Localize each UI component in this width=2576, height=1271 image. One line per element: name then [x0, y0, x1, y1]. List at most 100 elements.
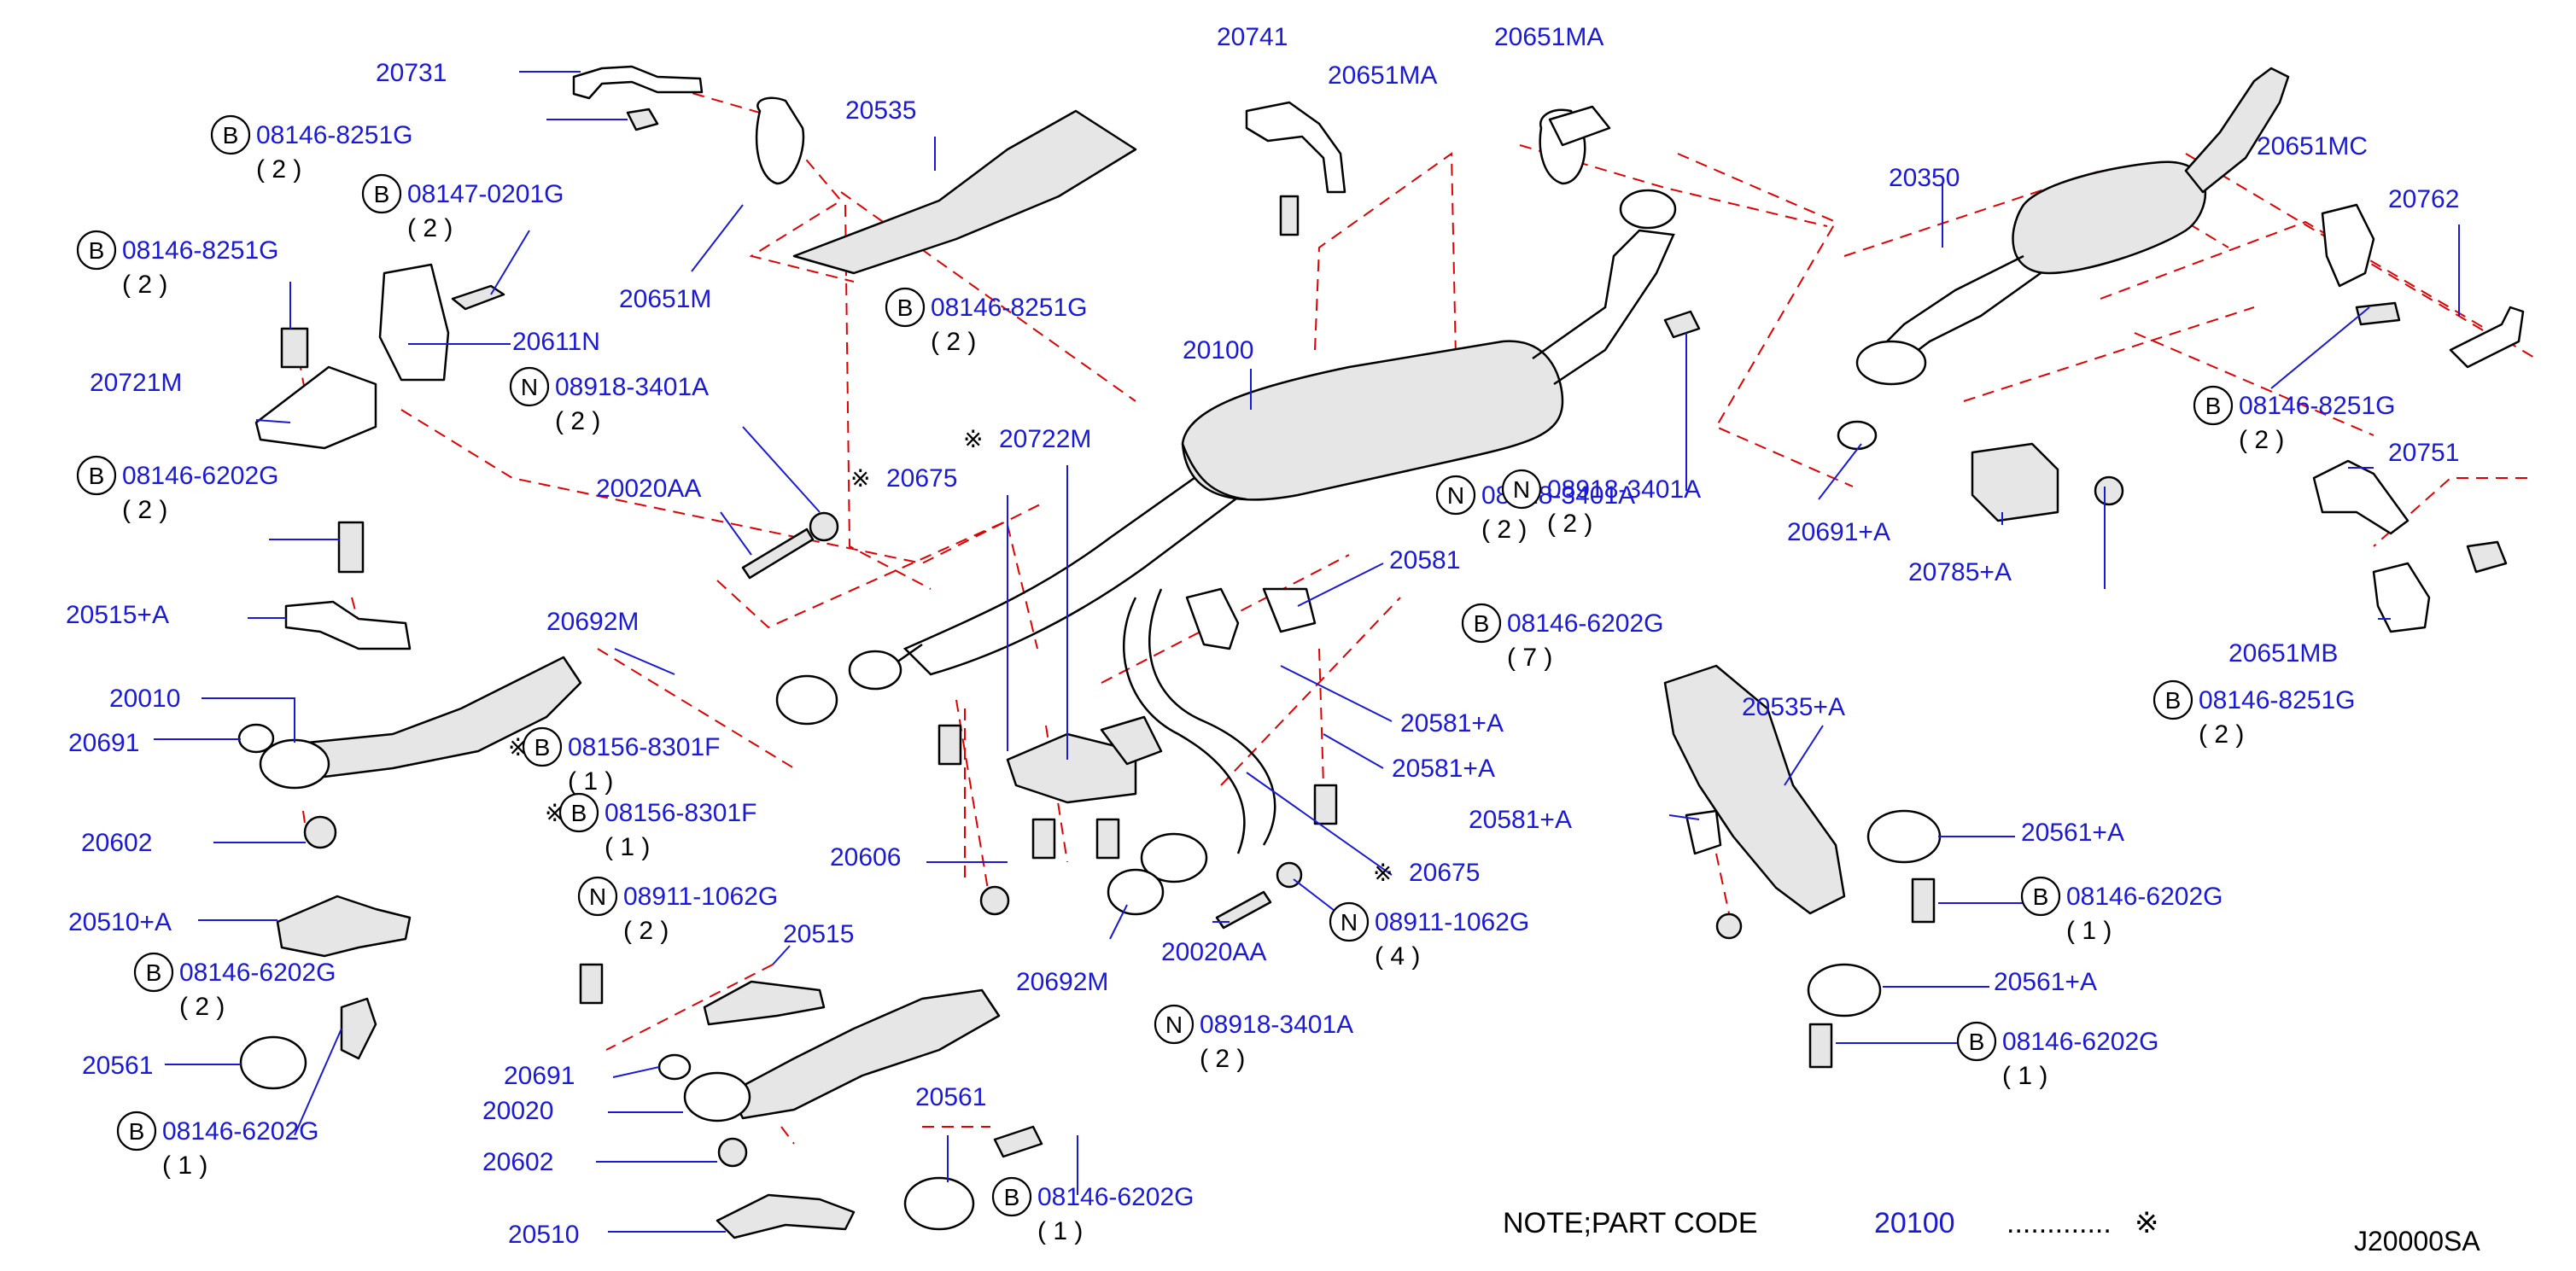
- part-number: 20100: [1183, 336, 1253, 364]
- leader-line: [1280, 665, 1393, 722]
- part-number: 08146-6202G: [122, 462, 279, 490]
- bolt: [1279, 195, 1300, 236]
- bracket-20762: [2449, 306, 2525, 369]
- heat-shield-20535: [792, 109, 1137, 275]
- bolt: [1911, 877, 1936, 924]
- marker-letter: B: [2033, 883, 2049, 910]
- leader-line: [742, 426, 821, 513]
- catalyst-20020: [728, 988, 1001, 1120]
- cover-20515: [703, 980, 826, 1026]
- callout-20602: 20602: [482, 1148, 553, 1176]
- bolt: [1808, 1023, 1833, 1069]
- leader-line: [1109, 904, 1128, 940]
- callout-20581-a: 20581+A: [1469, 806, 1572, 834]
- bolt-marker-icon: [522, 726, 563, 767]
- part-number: 20515: [783, 920, 854, 948]
- part-number: 08146-6202G: [2002, 1028, 2159, 1056]
- part-number: 20691+A: [1787, 518, 1890, 546]
- cover-20515A: [284, 600, 412, 650]
- bolt: [2466, 540, 2508, 574]
- part-number: 20581+A: [1469, 806, 1572, 834]
- tail-pipe: [2184, 67, 2290, 194]
- stud-20020AA: [1215, 890, 1272, 930]
- bracket-20731: [572, 65, 704, 100]
- clamp-20561A: [1866, 809, 1942, 864]
- part-number: 20651MA: [1494, 23, 1603, 51]
- reference-mark: ※: [963, 426, 983, 452]
- gasket-20691: [657, 1053, 692, 1081]
- part-number: 20535: [845, 96, 916, 125]
- bracket-20581A: [1685, 809, 1722, 855]
- bolt: [2355, 301, 2401, 326]
- bolt: [1095, 818, 1120, 860]
- marker-letter: B: [129, 1118, 145, 1145]
- quantity: ( 2 ): [1547, 510, 1592, 538]
- part-number: 08146-6202G: [2066, 883, 2223, 911]
- part-number: 20561: [915, 1083, 986, 1111]
- muffler-20350: [2012, 160, 2207, 275]
- bolt-marker-icon: [885, 287, 926, 328]
- part-number: 20515+A: [66, 601, 169, 629]
- flange-right: [1140, 832, 1208, 883]
- bracket-20741: [1245, 101, 1346, 194]
- bracket-20581-2: [1262, 587, 1317, 633]
- part-number: 08911-1062G: [1375, 908, 1529, 936]
- leader-line: [772, 945, 791, 965]
- flange: [259, 738, 330, 790]
- leader-line: [1323, 733, 1384, 769]
- quantity: ( 2 ): [931, 328, 976, 356]
- part-number: 20581+A: [1400, 709, 1504, 738]
- muffler-20100: [1181, 340, 1564, 501]
- part-number: 08918-3401A: [1200, 1011, 1353, 1039]
- note-label: NOTE;PART CODE: [1503, 1207, 1758, 1239]
- bolt-marker-icon: [2193, 385, 2234, 426]
- bolt-marker-icon: [116, 1111, 157, 1151]
- part-number: 20692M: [1016, 968, 1108, 996]
- part-number: 20762: [2388, 185, 2459, 213]
- part-number: 20606: [830, 843, 901, 872]
- part-number: 20651MB: [2228, 639, 2338, 668]
- bracket-20721M: [254, 365, 377, 450]
- mount-20651M: [755, 96, 805, 185]
- quantity: ( 4 ): [1375, 942, 1420, 971]
- catalyst-20010: [306, 656, 582, 778]
- callout-20606: 20606: [830, 843, 901, 872]
- part-number: 20741: [1217, 23, 1288, 51]
- bolt-marker-icon: [2153, 679, 2193, 720]
- stud-20020AA: [741, 528, 815, 580]
- leader-line: [294, 1028, 342, 1136]
- part-number: 20020AA: [1161, 938, 1266, 966]
- nut-marker-icon: [1329, 901, 1370, 942]
- bolt-marker-icon: [558, 792, 599, 833]
- bolt-marker-icon: [210, 114, 251, 155]
- mount-20651MA-2: [1548, 105, 1611, 147]
- quantity: ( 1 ): [162, 1151, 207, 1180]
- quantity: ( 1 ): [2002, 1062, 2047, 1090]
- callout-20741: 20741: [1217, 23, 1288, 51]
- marker-letter: B: [2205, 393, 2222, 419]
- part-number: 20350: [1889, 164, 1960, 192]
- clamp-20561: [903, 1176, 975, 1231]
- callout-20651mc: 20651MC: [2257, 132, 2368, 160]
- callout-20785-a: 20785+A: [1908, 558, 2012, 586]
- marker-letter: B: [146, 959, 162, 986]
- part-number: 20010: [109, 685, 180, 713]
- quantity: ( 2 ): [179, 993, 225, 1021]
- leader-line: [202, 697, 295, 743]
- part-number: 20691: [504, 1062, 575, 1090]
- callout-20535-a: 20535+A: [1742, 693, 1845, 721]
- callout-20581-a: 20581+A: [1400, 709, 1504, 738]
- part-number: 20785+A: [1908, 558, 2012, 586]
- quantity: ( 1 ): [1037, 1217, 1083, 1245]
- nut: [809, 511, 839, 542]
- mount-20651MC: [2321, 203, 2375, 288]
- part-number: 20020: [482, 1097, 553, 1125]
- bolt-marker-icon: [133, 952, 174, 993]
